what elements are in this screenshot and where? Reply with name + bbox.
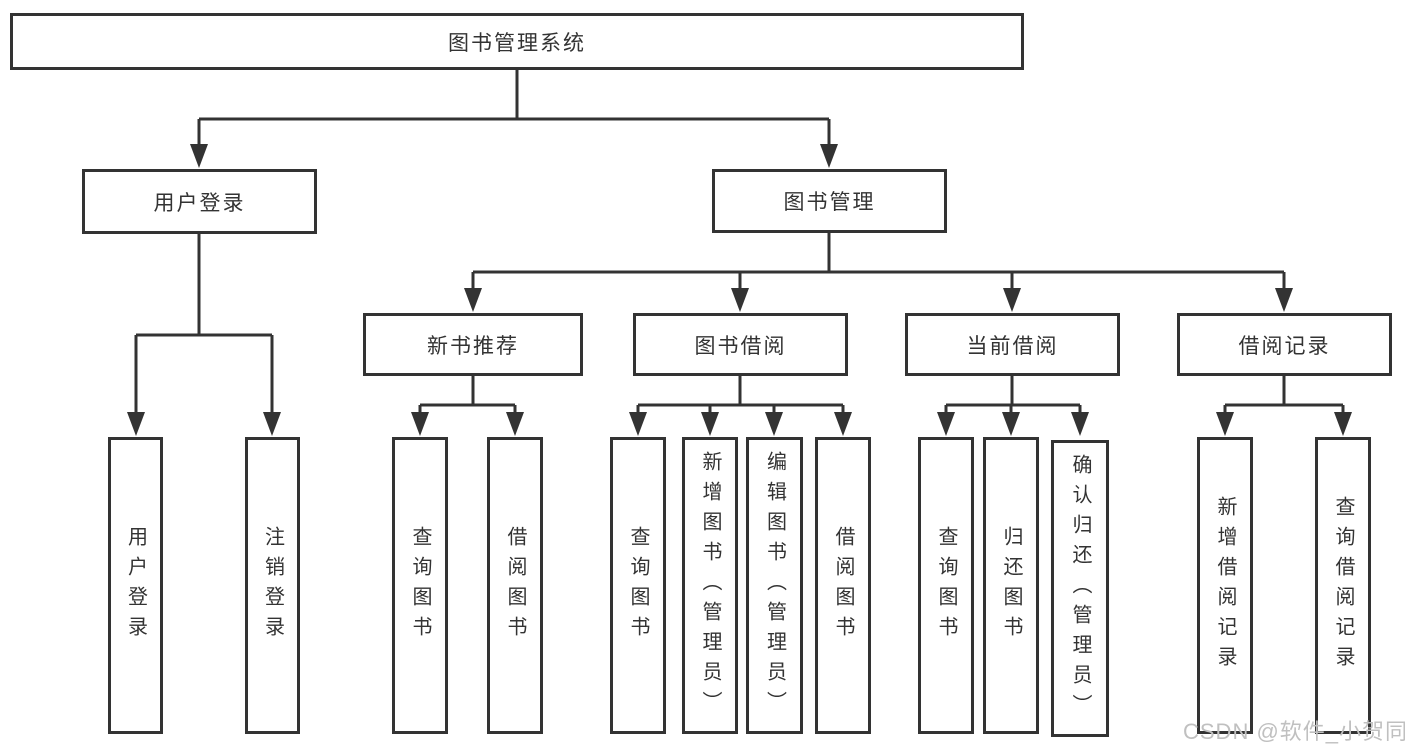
node-leaf-rec-query-books-label: 查询图书: [409, 525, 431, 646]
node-new-book-recommend: 新书推荐: [363, 313, 583, 376]
node-root: 图书管理系统: [10, 13, 1024, 70]
node-new-book-recommend-label: 新书推荐: [427, 334, 519, 358]
node-book-management: 图书管理: [712, 169, 947, 233]
node-leaf-bb-borrow-books: 借阅图书: [815, 437, 871, 734]
node-leaf-rec-borrow-books: 借阅图书: [487, 437, 543, 734]
node-current-borrow: 当前借阅: [905, 313, 1120, 376]
node-leaf-br-add-record: 新增借阅记录: [1197, 437, 1253, 734]
node-borrow-records: 借阅记录: [1177, 313, 1392, 376]
node-leaf-bb-add-books: 新增图书（管理员）: [682, 437, 738, 734]
node-leaf-br-add-record-label: 新增借阅记录: [1214, 495, 1236, 676]
node-leaf-logout-label: 注销登录: [261, 525, 284, 646]
node-leaf-bb-add-books-label: 新增图书（管理员）: [699, 450, 721, 721]
node-leaf-bb-edit-books: 编辑图书（管理员）: [746, 437, 803, 734]
node-user-login-label: 用户登录: [153, 191, 246, 215]
node-current-borrow-label: 当前借阅: [966, 334, 1059, 358]
node-leaf-bb-query-books: 查询图书: [610, 437, 666, 734]
node-leaf-br-query-record-label: 查询借阅记录: [1332, 495, 1354, 676]
node-leaf-cb-query-books: 查询图书: [918, 437, 974, 734]
node-leaf-user-login-label: 用户登录: [124, 525, 147, 646]
node-leaf-cb-confirm-return-label: 确认归还（管理员）: [1069, 453, 1091, 724]
node-leaf-logout: 注销登录: [245, 437, 300, 734]
node-root-label: 图书管理系统: [448, 31, 586, 55]
node-leaf-cb-query-books-label: 查询图书: [935, 525, 957, 646]
node-leaf-bb-borrow-books-label: 借阅图书: [832, 525, 854, 646]
node-leaf-bb-query-books-label: 查询图书: [627, 525, 649, 646]
node-leaf-cb-return-books: 归还图书: [983, 437, 1039, 734]
node-borrow-records-label: 借阅记录: [1238, 334, 1331, 358]
node-leaf-cb-confirm-return: 确认归还（管理员）: [1051, 440, 1109, 737]
node-book-borrow-label: 图书借阅: [694, 334, 787, 358]
node-user-login: 用户登录: [82, 169, 317, 234]
node-leaf-bb-edit-books-label: 编辑图书（管理员）: [763, 450, 786, 721]
node-leaf-user-login: 用户登录: [108, 437, 163, 734]
node-book-borrow: 图书借阅: [633, 313, 848, 376]
node-leaf-cb-return-books-label: 归还图书: [1000, 525, 1022, 646]
node-book-management-label: 图书管理: [783, 191, 876, 214]
node-leaf-rec-query-books: 查询图书: [392, 437, 448, 734]
csdn-watermark: CSDN @软件_小贺同学: [1183, 719, 1405, 744]
node-leaf-br-query-record: 查询借阅记录: [1315, 437, 1371, 734]
node-leaf-rec-borrow-books-label: 借阅图书: [504, 525, 526, 646]
